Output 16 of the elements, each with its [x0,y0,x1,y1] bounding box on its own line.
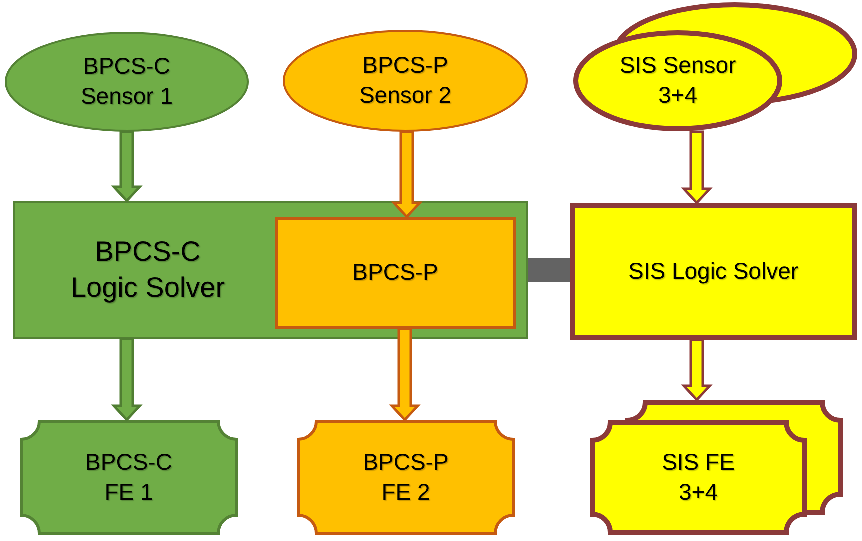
node-label: BPCS-C Sensor 1 [80,52,174,111]
node-label: SIS FE 3+4 [661,448,736,506]
block-arrow [681,338,713,402]
node-label: BPCS-C FE 1 [84,448,174,506]
block-arrow [111,338,143,422]
block-arrow [111,130,143,203]
node-label: BPCS-P FE 2 [362,448,450,506]
block-arrow [389,328,421,422]
connector-bar [528,258,570,282]
block-arrow [391,130,423,219]
block-arrow [681,130,713,205]
node-label: BPCS-P Sensor 2 [358,51,453,110]
node-label: BPCS-P [352,258,438,288]
node-label: BPCS-C Logic Solver [70,234,226,305]
node-label: SIS Sensor 3+4 [618,51,738,110]
node-label: SIS Logic Solver [628,256,799,286]
